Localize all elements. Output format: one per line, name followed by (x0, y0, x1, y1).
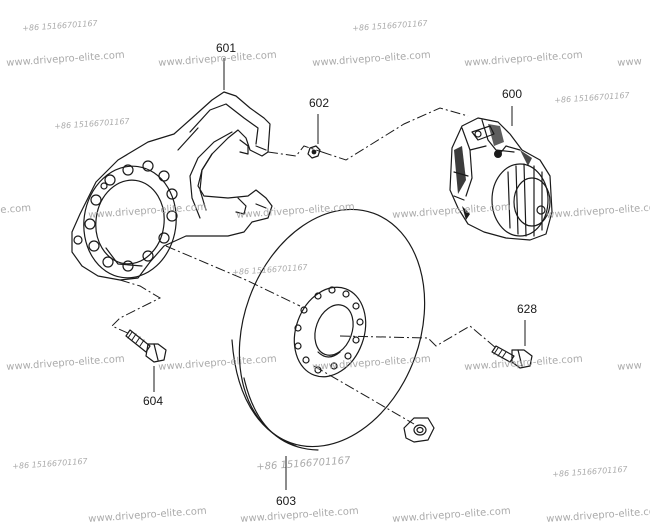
callout-602: 602 (308, 96, 330, 110)
assembly-lines (111, 107, 497, 425)
brake-disc (231, 208, 426, 451)
disc-bolt-holes (294, 286, 364, 374)
caliper-shading (454, 124, 532, 220)
callout-601: 601 (215, 41, 237, 55)
brake-caliper (449, 117, 553, 241)
bracket-bolt-holes (73, 160, 178, 272)
small-screw (307, 145, 321, 159)
watermark-site-cut: e.com (0, 202, 32, 216)
callout-600: 600 (501, 87, 523, 101)
bolt-628 (491, 345, 533, 369)
callout-leaders (153, 58, 526, 490)
watermark-site-cut: www (617, 56, 643, 69)
watermark-site-cut: www (617, 360, 643, 373)
callout-628: 628 (516, 302, 538, 316)
bolt-604 (125, 329, 167, 363)
callout-604: 604 (142, 394, 164, 408)
callout-603: 603 (275, 494, 297, 508)
brake-bracket (71, 91, 273, 281)
hex-nut (403, 417, 435, 443)
